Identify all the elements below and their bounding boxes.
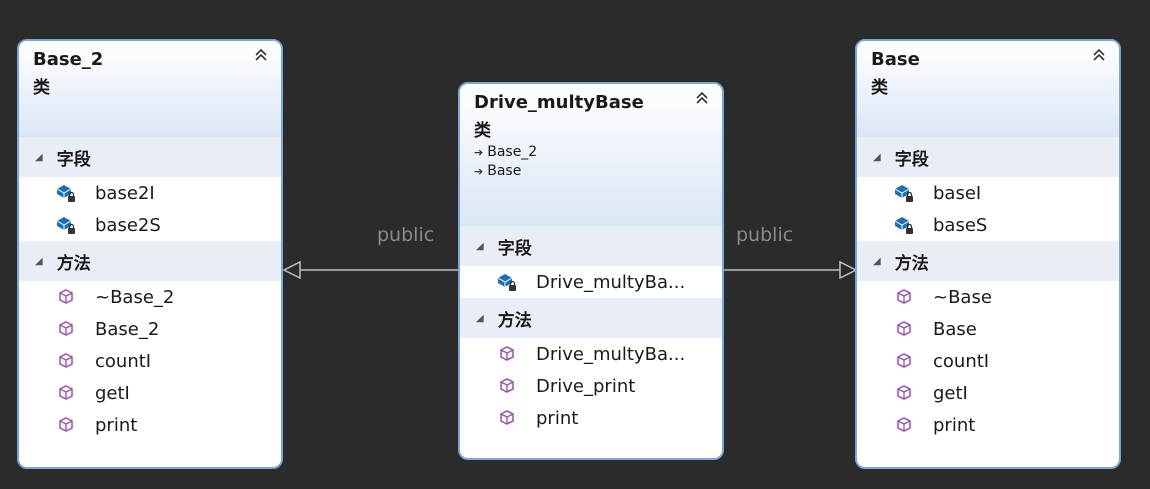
field-protected-icon: [496, 271, 518, 293]
section-header-methods[interactable]: ◢ 方法: [857, 241, 1119, 281]
method-label: Base_2: [95, 318, 160, 340]
field-protected-icon: [893, 182, 915, 204]
method-row[interactable]: print: [857, 409, 1119, 441]
collapse-triangle-icon[interactable]: ◢: [35, 255, 43, 267]
method-row[interactable]: Drive_multyBa...: [460, 338, 722, 370]
section-label: 字段: [497, 238, 532, 259]
method-label: Drive_multyBa...: [536, 343, 686, 365]
base-class-ref[interactable]: ➔Base: [474, 162, 722, 181]
method-label: getI: [933, 382, 968, 404]
field-protected-icon: [55, 214, 77, 236]
method-row[interactable]: getI: [19, 377, 281, 409]
method-label: ~Base_2: [95, 286, 175, 308]
method-icon: [893, 286, 915, 308]
inheritance-arrow-to-base: [720, 260, 858, 280]
method-icon: [496, 343, 518, 365]
class-name: Base_2: [33, 49, 104, 70]
section-header-fields[interactable]: ◢ 字段: [857, 137, 1119, 177]
field-label: baseI: [933, 182, 982, 204]
collapse-triangle-icon[interactable]: ◢: [873, 151, 881, 163]
inherits-arrow-icon: ➔: [474, 146, 484, 159]
edge-label-left: public: [377, 224, 435, 246]
method-icon: [893, 318, 915, 340]
method-label: print: [536, 407, 579, 429]
field-protected-icon: [55, 182, 77, 204]
method-row[interactable]: countI: [19, 345, 281, 377]
method-icon: [55, 286, 77, 308]
method-label: countI: [933, 350, 990, 372]
method-row[interactable]: Drive_print: [460, 370, 722, 402]
inheritance-arrow-to-base-2: [282, 260, 462, 280]
section-label: 方法: [497, 310, 532, 331]
class-box-drive-multybase[interactable]: Drive_multyBase 类 ➔Base_2 ➔Base ◢ 字段 Dri…: [458, 82, 724, 460]
class-box-base-2[interactable]: Base_2 类 ◢ 字段 base2I base2S ◢ 方法 ~Base_2: [17, 39, 283, 469]
edge-label-right: public: [736, 224, 794, 246]
section-header-methods[interactable]: ◢ 方法: [460, 298, 722, 338]
class-kind: 类: [871, 78, 888, 98]
class-name: Base: [871, 49, 920, 70]
section-label: 方法: [56, 253, 91, 274]
class-kind: 类: [474, 121, 491, 141]
collapse-triangle-icon[interactable]: ◢: [476, 240, 484, 252]
method-label: getI: [95, 382, 130, 404]
section-header-fields[interactable]: ◢ 字段: [460, 226, 722, 266]
method-label: print: [933, 414, 976, 436]
method-row[interactable]: ~Base: [857, 281, 1119, 313]
field-row[interactable]: baseI: [857, 177, 1119, 209]
field-label: Drive_multyBa...: [536, 271, 686, 293]
method-icon: [55, 382, 77, 404]
inherits-arrow-icon: ➔: [474, 165, 484, 178]
method-label: Base: [933, 318, 977, 340]
collapse-chevron-icon[interactable]: [253, 47, 269, 63]
method-icon: [496, 375, 518, 397]
base-class-label: Base: [487, 163, 522, 179]
base-class-label: Base_2: [487, 144, 538, 160]
method-icon: [893, 350, 915, 372]
method-icon: [496, 407, 518, 429]
method-row[interactable]: print: [19, 409, 281, 441]
field-label: base2I: [95, 182, 155, 204]
method-icon: [893, 382, 915, 404]
method-label: print: [95, 414, 138, 436]
field-row[interactable]: baseS: [857, 209, 1119, 241]
method-row[interactable]: getI: [857, 377, 1119, 409]
method-row[interactable]: Base: [857, 313, 1119, 345]
method-label: countI: [95, 350, 152, 372]
class-box-base[interactable]: Base 类 ◢ 字段 baseI baseS ◢ 方法 ~Base: [855, 39, 1121, 469]
class-header: Drive_multyBase 类 ➔Base_2 ➔Base: [460, 84, 722, 226]
method-row[interactable]: Base_2: [19, 313, 281, 345]
field-protected-icon: [893, 214, 915, 236]
collapse-chevron-icon[interactable]: [1091, 47, 1107, 63]
method-label: ~Base: [933, 286, 992, 308]
section-label: 字段: [56, 149, 91, 170]
method-icon: [55, 350, 77, 372]
class-header: Base_2 类: [19, 41, 281, 137]
class-header: Base 类: [857, 41, 1119, 137]
field-row[interactable]: Drive_multyBa...: [460, 266, 722, 298]
method-row[interactable]: ~Base_2: [19, 281, 281, 313]
section-header-methods[interactable]: ◢ 方法: [19, 241, 281, 281]
collapse-triangle-icon[interactable]: ◢: [35, 151, 43, 163]
method-icon: [55, 414, 77, 436]
collapse-triangle-icon[interactable]: ◢: [873, 255, 881, 267]
field-label: base2S: [95, 214, 161, 236]
field-row[interactable]: base2S: [19, 209, 281, 241]
section-label: 字段: [894, 149, 929, 170]
base-class-list: ➔Base_2 ➔Base: [474, 143, 722, 181]
section-header-fields[interactable]: ◢ 字段: [19, 137, 281, 177]
method-icon: [55, 318, 77, 340]
base-class-ref[interactable]: ➔Base_2: [474, 143, 722, 162]
section-label: 方法: [894, 253, 929, 274]
method-label: Drive_print: [536, 375, 636, 397]
method-row[interactable]: countI: [857, 345, 1119, 377]
class-name: Drive_multyBase: [474, 92, 644, 113]
field-label: baseS: [933, 214, 988, 236]
class-kind: 类: [33, 78, 50, 98]
method-row[interactable]: print: [460, 402, 722, 434]
field-row[interactable]: base2I: [19, 177, 281, 209]
method-icon: [893, 414, 915, 436]
collapse-chevron-icon[interactable]: [694, 90, 710, 106]
collapse-triangle-icon[interactable]: ◢: [476, 312, 484, 324]
